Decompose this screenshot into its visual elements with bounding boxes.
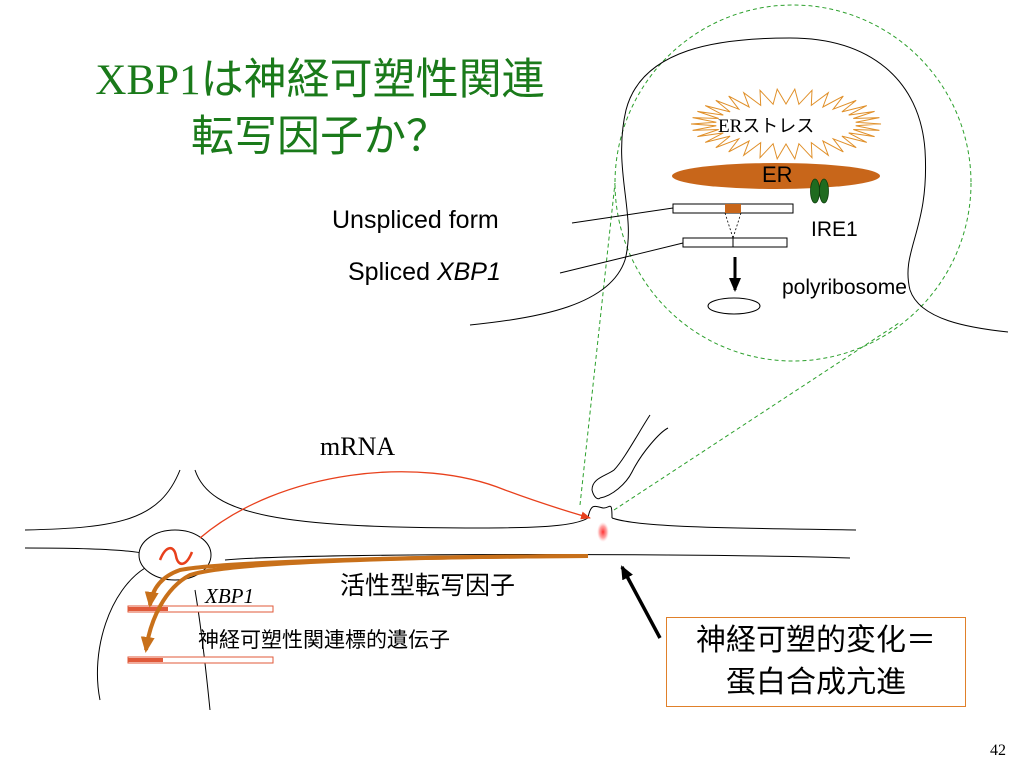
zoom-line-left bbox=[579, 182, 616, 506]
splice-line-right bbox=[732, 212, 742, 239]
nucleus-mrna-squiggle bbox=[158, 547, 194, 565]
er-stress-er: ER bbox=[718, 116, 743, 137]
target-genes-label: 神経可塑性関連標的遺伝子 bbox=[198, 628, 450, 652]
splice-line-left bbox=[724, 212, 734, 239]
dendrite-upper-edge-right bbox=[611, 517, 857, 531]
soma-outline-upper-left bbox=[24, 469, 181, 531]
title-line-2: 転写因子か？ bbox=[191, 112, 449, 162]
spliced-xbp1-label: Spliced XBP1 bbox=[348, 258, 501, 287]
polyribosome-label: polyribosome bbox=[782, 276, 907, 299]
ire1-right bbox=[819, 178, 829, 204]
xbp1-gene-label: XBP1 bbox=[205, 584, 254, 608]
er-stress-burst bbox=[690, 87, 882, 161]
ire1-label: IRE1 bbox=[811, 218, 858, 241]
note-box: 神経可塑的変化＝ 蛋白合成亢進 bbox=[666, 617, 966, 707]
spliced-mrna-bar bbox=[682, 237, 788, 248]
zoom-line-right bbox=[613, 322, 900, 511]
zoom-circle bbox=[614, 4, 972, 362]
title-line-1: XBP1は神経可塑性関連 bbox=[40, 52, 600, 109]
slide-title: XBP1は神経可塑性関連 転写因子か？ bbox=[40, 52, 600, 165]
title-line-1-rest: は神経可塑性関連 bbox=[200, 55, 545, 105]
er-organelle bbox=[672, 163, 880, 189]
spine-hotspot bbox=[597, 522, 609, 542]
leader-spliced bbox=[559, 242, 684, 274]
mrna-label: mRNA bbox=[320, 432, 396, 461]
xbp1-gene-promoter bbox=[128, 607, 168, 611]
unspliced-form-label: Unspliced form bbox=[332, 206, 499, 234]
ire1-left bbox=[810, 178, 820, 204]
spine-outline-magnified bbox=[469, 37, 1009, 333]
note-line-1: 神経可塑的変化＝ bbox=[696, 623, 936, 658]
tf-arrow-to-target bbox=[140, 554, 589, 653]
spliced-prefix: Spliced bbox=[348, 258, 437, 286]
presynaptic-tip bbox=[591, 489, 601, 500]
dendrite-upper-edge bbox=[194, 469, 589, 529]
spliced-gene-name: XBP1 bbox=[436, 258, 501, 286]
page-number: 42 bbox=[990, 742, 1006, 759]
presynaptic-terminal bbox=[591, 414, 669, 499]
er-stress-kana: ストレス bbox=[742, 116, 815, 137]
dendritic-spine bbox=[587, 505, 613, 519]
target-gene-promoter bbox=[128, 658, 163, 662]
protein-product bbox=[707, 297, 761, 315]
mrna-transport-arrow bbox=[199, 471, 591, 539]
note-pointer-arrow bbox=[620, 565, 662, 639]
title-xbp1: XBP1 bbox=[95, 57, 201, 104]
intron-segment bbox=[725, 204, 741, 213]
er-label: ER bbox=[762, 162, 793, 187]
note-line-2: 蛋白合成亢進 bbox=[726, 665, 906, 700]
soma-outline-mid-left bbox=[24, 547, 156, 559]
active-tf-label: 活性型転写因子 bbox=[340, 571, 516, 600]
axon-right-edge bbox=[194, 589, 211, 711]
dendrite-lower-edge bbox=[224, 553, 851, 561]
axon-left-edge bbox=[96, 567, 146, 701]
leader-unspliced bbox=[571, 207, 674, 224]
er-stress-label: ERストレス bbox=[718, 112, 814, 138]
